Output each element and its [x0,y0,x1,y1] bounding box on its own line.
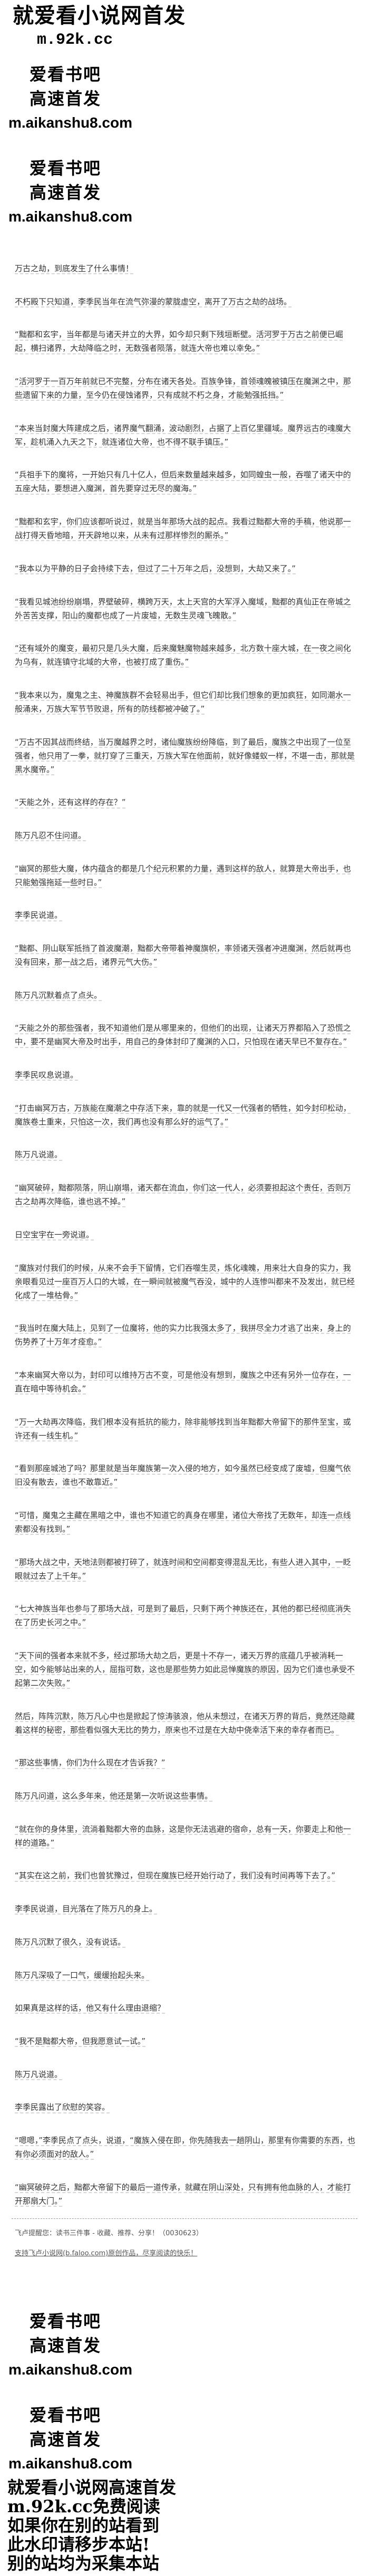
chapter-paragraph: “就在你的身体里，流淌着黜都大帝的血脉，这是你无法逃避的宿命，总有一天，你要走上… [15,1824,351,1848]
chapter-paragraph: “那这些事情，你们为什么现在才告诉我？” [15,1758,166,1768]
chapter-paragraph: “我当时在魔大陆上，见到了一位魔将，他的实力比我强太多了，我拼尽全力才逃了出来，… [15,1323,351,1347]
watermark-bottom: 就爱看小说网高速首发 m.92k.cc免费阅读 如果你在别的站看到 此水印请移步… [7,2478,176,2573]
footer-divider [12,2218,357,2219]
footer-support-link[interactable]: 支持飞卢小说网(b.faloo.com)原创作品，尽享阅读的快乐！ [15,2250,198,2257]
chapter-content: 万古之劫，到底发生了什么事情！ 不朽殿下只知道，李季民当年在流气弥漫的蒙胧虚空，离… [0,262,369,2208]
chapter-paragraph: 陈万凡问道，这么多年来，他还是第一次听说这些事情。 [15,1791,213,1801]
promo-slogan: 高速首发 [30,89,102,108]
footer-reading-tip: 飞卢提醒您：读书三件事 - 收藏、推荐、分享！（0030623） [15,2229,203,2237]
chapter-paragraph: 日空宝宇在一旁说道。 [15,1229,94,1239]
chapter-paragraph: 李季民说道，目光落在了陈万凡的身上。 [15,1904,158,1914]
promo-url: m.aikanshu8.com [8,2361,132,2378]
chapter-paragraph: “我本来以为，魔鬼之主、神魔族群不会轻易出手，但它们却比我们想象的更加疯狂，如同… [15,690,351,714]
watermark-bottom-line: m.92k.cc免费阅读 [7,2496,160,2516]
promo-slogan: 高速首发 [30,2430,102,2449]
chapter-paragraph: “那场大战之中，天地法则都被打碎了，就连时间和空间都变得混乱无比，有些人进入其中… [15,1557,351,1581]
chapter-paragraph: 陈万凡忍不住问道。 [15,830,86,840]
promo-url: m.aikanshu8.com [8,2455,132,2472]
chapter-paragraph: “我不是黜都大帝，但我愿意试一试。” [15,2036,146,2046]
promo-site-name: 爱看书吧 [30,2312,102,2331]
chapter-paragraph: “天能之外的那些强者，我不知道他们是从哪里来的，但他们的出现，让诸天万界都陷入了… [15,1023,351,1047]
chapter-paragraph: 然后，阵阵沉默，陈万凡心中也是掀起了惊涛骇浪，他从未想过，在诸天万界的背后，竟然… [15,1711,355,1735]
chapter-paragraph: “看到那座城池了吗？那里就是当年魔族第一次入侵的地方，如今虽然已经变成了废墟，但… [15,1464,351,1487]
promo-block: 爱看书吧 高速首发 m.aikanshu8.com [0,2403,369,2476]
promo-slogan: 高速首发 [30,183,102,202]
watermark-top-url: m.92k.cc [37,31,113,49]
chapter-paragraph: “打击幽冥万古，万族能在魔潮之中存活下来，靠的就是一代又一代强者的牺牲，如今封印… [15,1103,351,1127]
chapter-paragraph: “可惜，魔鬼之主藏在黑暗之中，谁也不知道它的真身在哪里，诸位大帝找了无数年，却连… [15,1510,351,1534]
chapter-paragraph: “兵祖手下的魔将，一开始只有几十亿人，但后来数量越来越多，如同蝗虫一般，吞噬了诸… [15,470,351,494]
chapter-paragraph: “幽冥破碎，黜都陨落，阴山崩塌，诸天都在流血，你们这一代人，必须要担起这个责任，… [15,1183,351,1207]
chapter-paragraph: 万古之劫，到底发生了什么事情！ [15,264,134,273]
chapter-paragraph: “幽冥的那些大魔，体内蕴含的都是几个纪元积累的力量，遇到这样的敌人，就算是大帝出… [15,863,351,887]
promo-site-name: 爱看书吧 [30,159,102,178]
watermark-bottom-line: 就爱看小说网高速首发 [7,2477,177,2497]
chapter-paragraph: “活河罗于一百万年前就已不完整，分布在诸天各处。百族争锋，首领魂魄被镇压在魔渊之… [15,377,351,400]
chapter-paragraph: “本来当封魔大阵建成之后，诸界魔气翻涌，波动剧烈，占据了上百亿里疆域。魔界远古的… [15,423,351,447]
promo-url: m.aikanshu8.com [8,208,132,225]
watermark-top-title: 就爱看小说网首发 [13,3,186,28]
watermark-bottom-line: 此水印请移步本站! [7,2534,150,2554]
chapter-paragraph: “幽冥破碎之后，黜都大帝留下的最后一道传承，就藏在阴山深处，只有拥有他血脉的人，… [15,2182,351,2206]
chapter-paragraph: “七大神族当年也参与了那场大战，可是到了最后，只剩下两个神族还在，其他的都已经彻… [15,1604,351,1628]
chapter-paragraph: 如果真是这样的话，他又有什么理由退缩？ [15,2003,166,2013]
chapter-paragraph: 陈万凡沉默了很久，没有说话。 [15,1937,126,1947]
promo-url: m.aikanshu8.com [8,114,132,131]
chapter-paragraph: “黜都和玄宇，你们应该都听说过，就是当年那场大战的起点。我看过黜都大帝的手稿，他… [15,517,351,541]
chapter-paragraph: 李季民说道。 [15,910,63,920]
chapter-paragraph: “还有域外的魔变，最初只是几头大魔，后来魔魅魔物越来越多，北方数十座大城，在一夜… [15,643,351,667]
chapter-paragraph: 陈万凡深吸了一口气，缓缓抬起头来。 [15,1970,150,1980]
chapter-paragraph: “嗯嗯，”李季民点了点头，说道，“魔族入侵在即，你先随我去一趟阴山，那里有你需要… [15,2135,355,2159]
chapter-paragraph: “其实在这之前，我们也曾犹豫过，但现在魔族已经开始行动了，我们没有时间再等下去了… [15,1871,336,1881]
chapter-paragraph: “黜都、阴山联军抵挡了首波魔潮，黜都大帝带着神魔旗帜，率领诸天强者冲进魔渊，然后… [15,944,351,967]
watermark-bottom-line: 如果你在别的站看到 [7,2515,160,2535]
chapter-paragraph: 李季民露出了欣慰的笑容。 [15,2102,110,2112]
promo-slogan: 高速首发 [30,2336,102,2355]
chapter-paragraph: “黜都和玄宇，当年都是与诸天并立的大界，如今却只剩下残垣断壁。活河罗于万古之前便… [15,330,343,353]
chapter-paragraph: “我看见城池纷纷崩塌，界壁破碎，横跨万天，太上天宫的大军浮入魔域，黜都的真仙正在… [15,597,351,620]
chapter-paragraph: 陈万凡说道。 [15,1150,63,1160]
chapter-paragraph: “魔族对付我们的时候，从来不会手下留情，它们吞噬生灵，炼化魂魄，用来壮大自身的实… [15,1263,355,1300]
promo-block: 爱看书吧 高速首发 m.aikanshu8.com [0,62,369,135]
chapter-paragraph: 不朽殿下只知道，李季民当年在流气弥漫的蒙胧虚空，离开了万古之劫的战场。 [15,296,292,306]
promo-site-name: 爱看书吧 [30,2406,102,2425]
chapter-paragraph: “天能之外，还有这样的存在？” [15,797,126,808]
chapter-paragraph: “天下间的强者本来就不多，经过那场大劫之后，更是十不存一，诸天万界的底蕴几乎被消… [15,1651,355,1688]
chapter-paragraph: “我本以为平静的日子会持续下去，但过了二十万年之后，没想到，大劫又来了。” [15,563,296,573]
chapter-paragraph: 李季民叹息说道。 [15,1070,79,1080]
chapter-paragraph: “万古不因其战而终结，当万魔越界之时，诸仙魔族纷纷降临，到了最后，魔族之中出现了… [15,737,355,774]
promo-block: 爱看书吧 高速首发 m.aikanshu8.com [0,156,369,229]
chapter-paragraph: “万一大劫再次降临，我们根本没有抵抗的能力，除非能够找到当年黜都大帝留下的那件至… [15,1417,351,1440]
chapter-paragraph: 陈万凡沉默着点了点头。 [15,990,102,1000]
chapter-paragraph: 陈万凡说道。 [15,2069,63,2079]
promo-site-name: 爱看书吧 [30,65,102,84]
watermark-bottom-line: 别的站均为采集本站 [7,2553,160,2573]
chapter-paragraph: “本来幽冥大帝以为，封印可以维持万古不变，可是他没有想到，魔族之中还有另外一位存… [15,1370,351,1393]
promo-block: 爱看书吧 高速首发 m.aikanshu8.com [0,2309,369,2382]
